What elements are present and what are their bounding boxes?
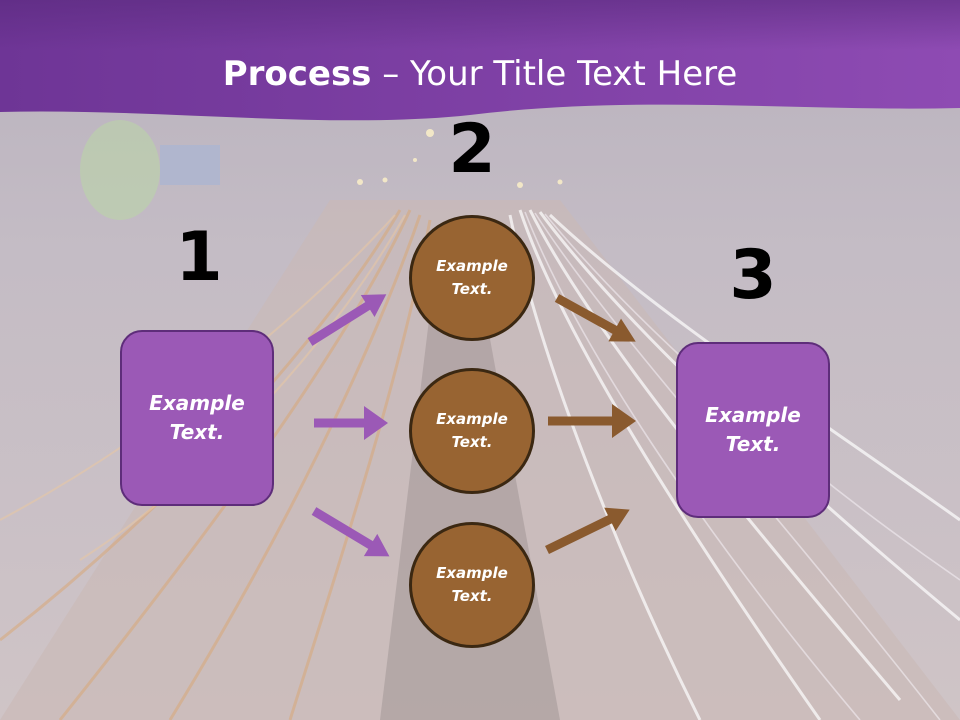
arrow-right-left bbox=[314, 406, 388, 440]
circle-middle-text: Example Text. bbox=[436, 410, 508, 451]
circle-bottom-text: Example Text. bbox=[436, 564, 508, 605]
slide-title: Process – Your Title Text Here bbox=[0, 50, 960, 98]
arrow-down-right bbox=[311, 507, 390, 557]
circle-top-text: Example Text. bbox=[436, 257, 508, 298]
step-3-box[interactable]: Example Text. bbox=[676, 342, 830, 518]
title-bold-part: Process bbox=[222, 54, 372, 94]
arrow-right-brown bbox=[548, 404, 636, 438]
brown-arrows bbox=[545, 294, 636, 555]
step-3-box-text: Example Text. bbox=[705, 403, 801, 456]
arrow-up-right bbox=[307, 294, 387, 346]
step-1-box-text: Example Text. bbox=[149, 391, 245, 444]
step-1-box[interactable]: Example Text. bbox=[120, 330, 274, 506]
arrow-down-right-brown bbox=[554, 294, 636, 342]
arrow-up-right-brown bbox=[545, 507, 630, 555]
step-number-1: 1 bbox=[175, 218, 223, 297]
step-2-circle-bottom[interactable]: Example Text. bbox=[409, 522, 535, 648]
step-number-2: 2 bbox=[448, 110, 496, 189]
step-number-3: 3 bbox=[729, 236, 777, 315]
purple-arrows bbox=[307, 294, 390, 557]
title-rest-part: – Your Title Text Here bbox=[371, 54, 738, 94]
step-2-circle-middle[interactable]: Example Text. bbox=[409, 368, 535, 494]
step-2-circle-top[interactable]: Example Text. bbox=[409, 215, 535, 341]
